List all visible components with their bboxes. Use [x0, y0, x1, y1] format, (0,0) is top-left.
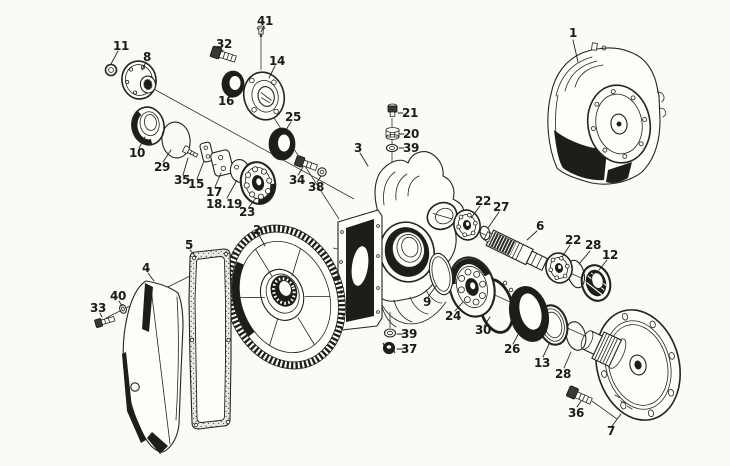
- ball-bearing-22-front: [453, 209, 481, 241]
- washer-38: [317, 167, 327, 177]
- flange-splined-hub: [580, 330, 627, 369]
- input-shaft-6: [483, 229, 549, 271]
- part-label-29: 29: [154, 160, 170, 174]
- part-label-10: 10: [129, 146, 145, 160]
- part-label-30: 30: [475, 323, 491, 337]
- lock-washer-39-top: [385, 143, 399, 153]
- seal-ring-16: [221, 70, 245, 98]
- part-label-23: 23: [239, 205, 255, 219]
- part-label-28a: 28: [585, 238, 601, 252]
- output-flange-14: [242, 71, 286, 121]
- lock-plate-15: [199, 141, 215, 163]
- part-label-26: 26: [504, 342, 520, 356]
- ring-gear: [224, 224, 346, 370]
- shaft-seal-25: [268, 127, 296, 161]
- part-label-17: 17: [206, 185, 222, 199]
- o-ring-28-bottom: [565, 321, 587, 351]
- part-label-13: 13: [534, 356, 550, 370]
- part-label-15: 15: [188, 177, 204, 191]
- taper-bearing-12: [580, 264, 612, 302]
- housing-window-frame: [337, 209, 383, 331]
- part-label-21: 21: [402, 106, 418, 120]
- ball-bearing-24: [448, 256, 496, 318]
- part-label-39a: 39: [403, 141, 419, 155]
- lock-washer-39-bottom: [383, 328, 397, 338]
- part-label-39b: 39: [401, 327, 417, 341]
- part-label-22a: 22: [475, 194, 491, 208]
- part-label-14: 14: [269, 54, 285, 68]
- cover-gasket: [188, 248, 232, 430]
- part-label-22b: 22: [565, 233, 581, 247]
- part-label-38: 38: [308, 180, 324, 194]
- bolt-36: [566, 385, 593, 405]
- bolt-32: [209, 45, 237, 63]
- bearing-cover-8: [121, 60, 157, 100]
- gearbox-flange-face: [586, 84, 652, 164]
- ball-bearing-23: [239, 161, 277, 205]
- part-label-7: 7: [607, 424, 615, 438]
- part-label-33: 33: [90, 301, 106, 315]
- part-label-24: 24: [445, 309, 461, 323]
- part-label-18-19: 18.19: [206, 197, 242, 211]
- part-label-5: 5: [185, 238, 193, 252]
- retainer-plate-17: [210, 149, 234, 177]
- part-label-20: 20: [403, 127, 419, 141]
- part-label-35: 35: [174, 173, 190, 187]
- part-label-4: 4: [142, 261, 150, 275]
- part-label-3: 3: [354, 141, 362, 155]
- breather-plug-21: [387, 103, 398, 117]
- assembled-gearbox: [547, 42, 667, 185]
- part-label-2: 2: [253, 223, 261, 237]
- seal-ring-26: [508, 286, 550, 342]
- part-label-41: 41: [257, 14, 273, 28]
- part-label-11: 11: [113, 39, 129, 53]
- part-label-28b: 28: [555, 367, 571, 381]
- hex-nut-37: [382, 341, 396, 355]
- part-label-16: 16: [218, 94, 234, 108]
- leader-lines: [99, 25, 622, 427]
- hex-nut-11: [104, 63, 118, 77]
- spacer-ring-9: [428, 252, 454, 296]
- part-label-6: 6: [536, 219, 544, 233]
- part-label-12: 12: [602, 248, 618, 262]
- part-label-37: 37: [401, 342, 417, 356]
- part-label-9: 9: [423, 295, 431, 309]
- side-cover: [122, 280, 184, 454]
- part-label-40: 40: [110, 289, 126, 303]
- o-ring-27: [479, 225, 491, 241]
- part-label-34: 34: [289, 173, 305, 187]
- part-label-25: 25: [285, 110, 301, 124]
- bolt-34: [294, 155, 318, 171]
- part-label-32: 32: [216, 37, 232, 51]
- screw-35: [182, 145, 199, 158]
- round-gasket-29: [161, 121, 191, 159]
- hex-nut-20: [385, 127, 400, 140]
- part-label-8: 8: [143, 50, 151, 64]
- part-label-27: 27: [493, 200, 509, 214]
- part-label-1: 1: [569, 26, 577, 40]
- bolt-33: [94, 316, 116, 328]
- bearing-cup-10: [131, 106, 165, 146]
- ball-bearing-22-rear: [545, 252, 573, 284]
- part-label-36: 36: [568, 406, 584, 420]
